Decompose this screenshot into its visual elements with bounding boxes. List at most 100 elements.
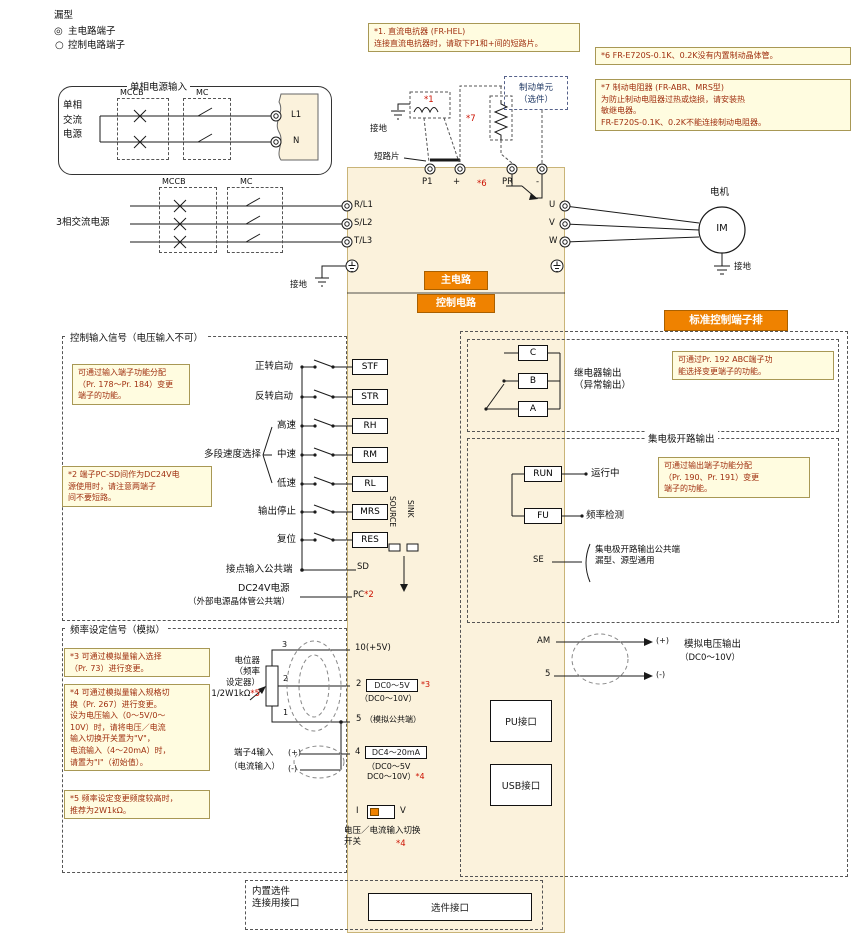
single-phase-source: 单相 交流 电源	[63, 100, 83, 141]
collector-wires	[511, 472, 591, 583]
terminal-2-range: DC0～5V	[366, 679, 418, 692]
terminal-2-star: *3	[421, 680, 431, 689]
signal-label-rl: 低速	[277, 478, 297, 489]
single-phase-title: 单相电源输入	[127, 79, 191, 93]
main-terminal-legend: 主电路端子	[68, 26, 116, 37]
terminal-4-plus: (+)	[288, 748, 301, 757]
short-bar-label: 短路片	[374, 152, 400, 162]
control-terminal-legend: 控制电路端子	[68, 40, 126, 51]
signal-label-stf: 正转启动	[255, 361, 294, 372]
option-connector: 选件接口	[368, 893, 532, 921]
terminal-4-minus: (-)	[288, 764, 298, 773]
sink-jumper-label: SINK	[406, 500, 415, 518]
terminal-n: N	[293, 136, 300, 146]
pot-pin-2: 2	[283, 674, 289, 683]
terminal-5-sub: （模拟公共端）	[365, 715, 421, 724]
terminal-res: RES	[352, 532, 388, 548]
mc-label-1p: MC	[196, 88, 209, 97]
frequency-title: 频率设定信号（模拟）	[67, 622, 169, 636]
terminal-block-title: 标准控制端子排	[664, 310, 788, 331]
terminal-4: 4	[355, 747, 361, 757]
brake-transistor	[506, 174, 543, 200]
se-label: 集电极开路输出公共端 漏型、源型通用	[595, 545, 681, 567]
terminal-block-section	[460, 331, 848, 877]
terminal-l1: L1	[291, 110, 302, 120]
source-jumper-label: SOURCE	[388, 496, 397, 527]
terminal-w: W	[549, 236, 558, 246]
terminal-u: U	[549, 200, 556, 210]
terminal-rl: RL	[352, 476, 388, 492]
terminal-4-input-sub: （电流输入）	[229, 762, 281, 772]
terminal-r-l1: R/L1	[354, 200, 373, 210]
dc24-sub-label: （外部电源晶体管公共端）	[188, 597, 291, 607]
signal-label-rh: 高速	[277, 420, 297, 431]
motor-name: IM	[716, 223, 728, 234]
three-phase-wires	[130, 197, 342, 249]
run-label: 运行中	[591, 468, 620, 479]
contact-dots	[300, 365, 335, 572]
terminal-rm: RM	[352, 447, 388, 463]
terminal-str: STR	[352, 389, 388, 405]
switch-knob[interactable]	[370, 808, 379, 816]
ground-label-motor: 接地	[734, 262, 752, 272]
terminal-s-l2: S/L2	[354, 218, 373, 228]
terminal-4-sub: （DC0～5V DC0～10V）*4	[367, 762, 425, 782]
terminal-minus: -	[536, 177, 540, 187]
ground-label-left: 接地	[290, 280, 308, 290]
dc24-label: DC24V电源	[238, 583, 290, 594]
relay-output-label: 继电器输出 （异常输出）	[574, 368, 632, 392]
note-brake-resistor: *7 制动电阻器 (FR-ABR、MRS型) 为防止制动电阻器过热或烧损，请安装…	[595, 79, 851, 132]
terminal-fu: FU	[524, 508, 562, 524]
note-star4: *4 可通过模拟量输入规格切 换（Pr. 267）进行变更。 设为电压输入（0～…	[64, 684, 210, 772]
note-dc-reactor: *1. 直流电抗器 (FR-HEL) 连接直流电抗器时，请取下P1和+间的短路片…	[368, 23, 580, 53]
cutaway-box	[276, 93, 319, 161]
terminal-mrs: MRS	[352, 504, 388, 520]
single-phase-wires	[99, 107, 271, 149]
main-terminal-symbol: ◎	[54, 26, 63, 37]
note-input-assign: 可通过输入端子功能分配 （Pr. 178～Pr. 184）变更 端子的功能。	[72, 364, 190, 405]
terminal-plus: +	[453, 177, 461, 187]
callout-star7: *7	[466, 114, 476, 124]
potentiometer-circuit	[249, 640, 350, 779]
terminal-pr: PR	[502, 177, 514, 187]
mccb-box-1p	[117, 98, 169, 160]
terminal-pc: PC*2	[353, 590, 374, 600]
terminal-t-l3: T/L3	[354, 236, 373, 246]
note-star5: *5 频率设定变更频度较高时， 推荐为2W1kΩ。	[64, 790, 210, 820]
analog-plus: (+)	[656, 636, 669, 645]
terminal-run: RUN	[524, 466, 562, 482]
terminal-am-5: 5	[545, 669, 551, 679]
control-input-title: 控制输入信号（电压输入不可）	[67, 330, 207, 344]
analog-output-range: （DC0～10V）	[680, 653, 741, 663]
terminal-2-sub: （DC0～10V）	[360, 694, 417, 703]
terminal-p1: P1	[422, 177, 433, 187]
terminal-4-input-label: 端子4输入	[234, 748, 274, 758]
relay-wires	[484, 352, 561, 411]
terminal-se: SE	[533, 555, 544, 565]
mc-box-1p	[183, 98, 231, 160]
common-label: 接点输入公共端	[226, 564, 293, 575]
multi-speed-label: 多段速度选择	[204, 449, 262, 460]
terminal-b: B	[518, 373, 548, 389]
analog-minus: (-)	[656, 670, 666, 679]
potentiometer-label: 电位器 （频率 设定器） 1/2W1kΩ*5	[211, 656, 260, 700]
terminal-5: 5	[356, 714, 362, 724]
analog-output-wires	[554, 633, 653, 685]
ground-terminals	[345, 259, 564, 273]
note-star6: *6 FR-E720S-0.1K、0.2K没有内置制动晶体管。	[595, 47, 851, 65]
open-collector-title: 集电极开路输出	[645, 431, 718, 445]
motor-wires	[564, 205, 746, 254]
analog-output-label: 模拟电压输出	[684, 639, 742, 650]
mccb-box-3p	[159, 187, 217, 253]
terminal-2: 2	[356, 679, 362, 689]
main-terminals	[270, 110, 571, 248]
dc-reactor-circuit	[391, 91, 460, 163]
usb-port[interactable]: USB接口	[490, 764, 552, 806]
note-star3: *3 可通过模拟量输入选择 （Pr. 73）进行变更。	[64, 648, 210, 678]
option-section-label: 内置选件 连接用接口	[252, 886, 300, 910]
main-circuit-badge: 主电路	[424, 271, 488, 290]
legend-title: 漏型	[54, 10, 74, 21]
note-star2: *2 端子PC-SD间作为DC24V电 源使用时，请注意两端子 间不要短路。	[62, 466, 212, 507]
pu-port[interactable]: PU接口	[490, 700, 552, 742]
